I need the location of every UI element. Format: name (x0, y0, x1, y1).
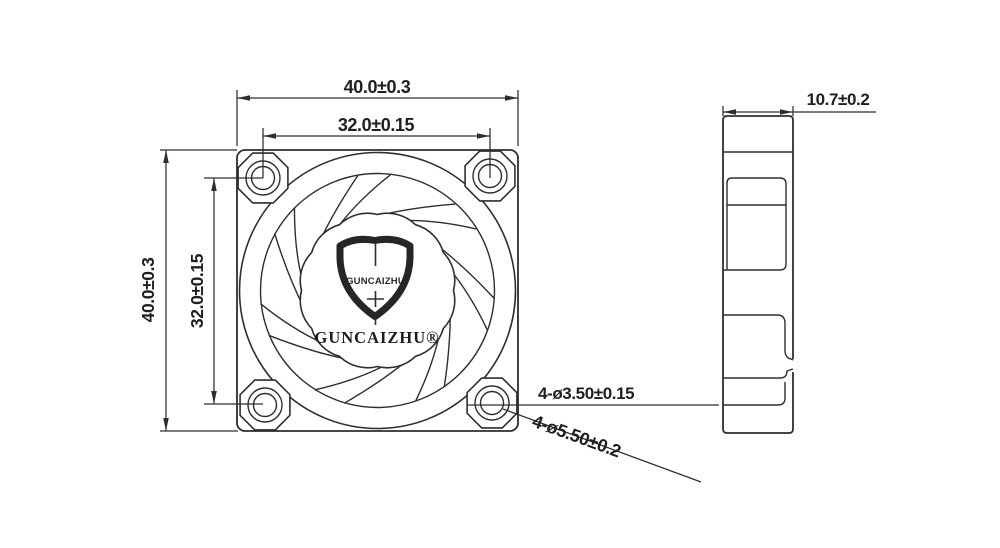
brand-name-text: GUNCAIZHU® (314, 328, 439, 347)
callout-text-mount-hole: 4-ø3.50±0.15 (538, 384, 634, 403)
dimension-thickness: 10.7±0.2 (722, 90, 876, 116)
shield-logo-text: GUNCAIZHU (346, 276, 405, 287)
extension-lines (236, 90, 519, 146)
extension-lines (160, 149, 238, 432)
dim-text-thickness: 10.7±0.2 (807, 90, 870, 109)
upper-recess (723, 177, 787, 271)
callout-corner-hole: 4-ø5.50±0.2 (502, 408, 702, 483)
dim-text-outer-height: 40.0±0.3 (138, 257, 158, 322)
side-profile-outline (722, 115, 794, 434)
frame-opening-circle (238, 151, 517, 430)
arrowhead-right (505, 95, 518, 101)
cable-notch-return (723, 368, 794, 379)
extension-lines (722, 106, 794, 116)
shield-icon (336, 235, 414, 320)
mounting-boss (239, 379, 291, 431)
front-view: GUNCAIZHU GUNCAIZHU® 40.0±0.3 32.0±0.15 (138, 77, 719, 483)
impeller-blades (260, 174, 495, 404)
leader-line (502, 408, 702, 483)
dimension-hole-spacing-vertical: 32.0±0.15 (187, 177, 263, 405)
dim-text-hole-spacing-v: 32.0±0.15 (187, 253, 207, 328)
arrowhead-bottom (211, 391, 217, 404)
arrowhead-left (237, 95, 250, 101)
center-cross-mark (367, 291, 384, 325)
impeller-tip-circle (259, 172, 496, 409)
arrowhead-left (263, 133, 276, 139)
mounting-boss (466, 377, 518, 429)
arrowhead-top (211, 178, 217, 191)
arrowhead-top (163, 150, 169, 163)
dimension-outer-height: 40.0±0.3 (138, 149, 238, 432)
dim-text-outer-width: 40.0±0.3 (344, 77, 411, 97)
lower-recess-bottom (723, 382, 786, 406)
arrowhead-left (723, 109, 736, 115)
arrowhead-bottom (163, 418, 169, 431)
lower-recess-top (723, 314, 794, 361)
callout-text-corner-hole: 4-ø5.50±0.2 (530, 411, 624, 462)
arrowhead-right (477, 133, 490, 139)
dimension-hole-spacing-horizontal: 32.0±0.15 (262, 115, 491, 178)
dim-text-hole-spacing-h: 32.0±0.15 (338, 115, 415, 135)
callout-mounting-hole: 4-ø3.50±0.15 (468, 384, 719, 406)
dimension-outer-width: 40.0±0.3 (236, 77, 519, 146)
brand-logo: GUNCAIZHU GUNCAIZHU® (314, 235, 439, 347)
side-view: 10.7±0.2 (722, 90, 876, 434)
arrowhead-right (780, 109, 793, 115)
